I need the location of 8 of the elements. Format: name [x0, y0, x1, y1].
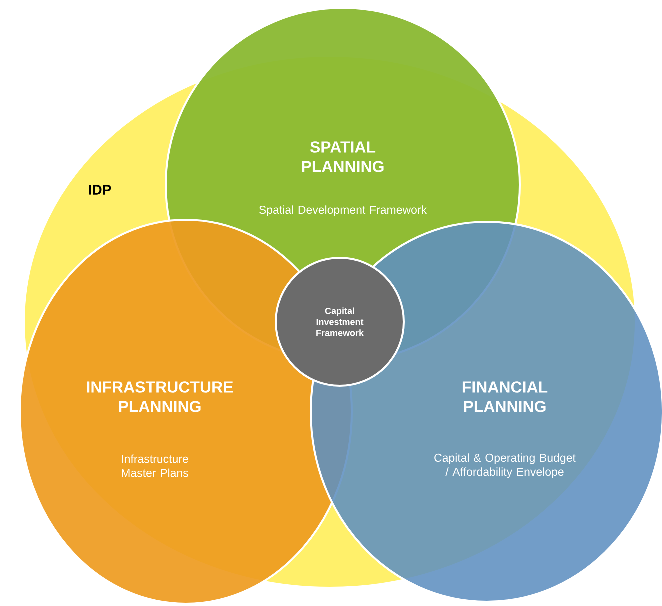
circle-title: FINANCIAL PLANNING: [462, 382, 548, 412]
circle-title: SPATIAL PLANNING: [302, 142, 384, 172]
circle-subtitle: Infrastructure Master Plans: [122, 454, 188, 478]
circle-subtitle: Capital & Operating Budget / Affordability Envelope: [434, 454, 576, 478]
center-label: Capital Investment Framework: [316, 308, 364, 336]
region-label: IDP: [89, 185, 112, 195]
circle-title: INFRASTRUCTURE PLANNING: [87, 382, 234, 412]
circle-subtitle: Spatial Development Framework: [259, 206, 428, 216]
